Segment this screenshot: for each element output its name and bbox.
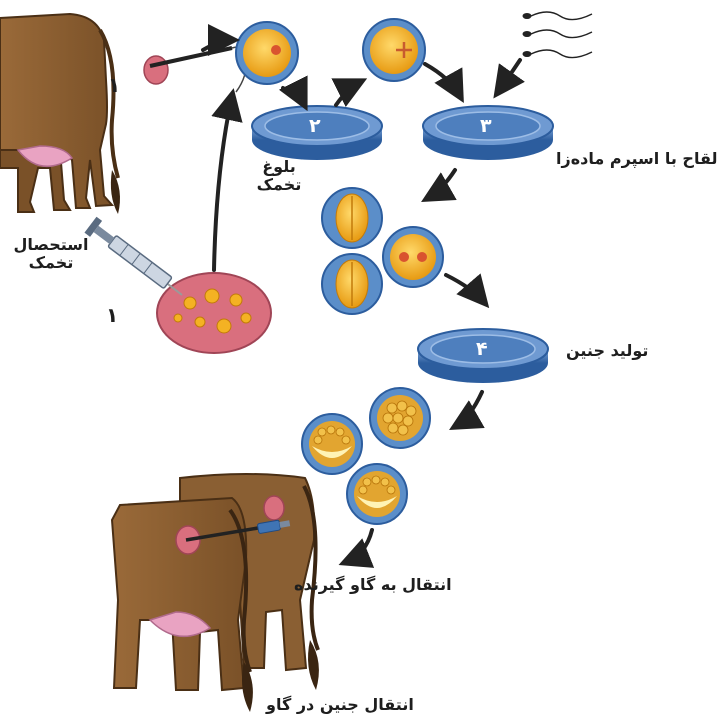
egg-collection-line2: تخمک [12,254,90,272]
egg-maturation-line2: تخمک [248,176,310,194]
zygote-pronuclei [383,227,443,287]
egg-collection-line1: استحصال [12,236,90,254]
fertilization-label: لقاح با اسپرم ماده‌زا [556,150,717,168]
blastocyst-1 [302,414,362,474]
zygote-cleaving-1 [322,188,382,248]
egg-collection-label: استحصال تخمک [12,236,90,273]
sperm-cells [523,12,592,58]
ovary-tissue [157,273,271,353]
blastocyst-2 [347,464,407,524]
egg-maturation-line1: بلوغ [248,158,310,176]
step1-collect-label: ۱ [106,304,118,327]
oocyte-2 [363,19,425,81]
syringe [84,217,182,295]
egg-maturation-label: بلوغ تخمک [248,158,310,195]
dish4-number: ۴ [476,339,488,361]
dish3-number: ۳ [480,116,492,138]
morula [370,388,430,448]
zygote-cleaving-2 [322,254,382,314]
dish2-number: ۲ [309,116,321,138]
recipient-cows [112,474,319,712]
transfer-recipient-label: انتقال به گاو گیرنده [294,576,452,594]
embryo-production-label: تولید جنین [566,342,648,360]
caption: انتقال جنین در گاو [266,696,414,714]
oocyte-1 [236,22,298,84]
donor-cow [0,14,246,214]
step1-cow-label: ۱ [108,74,120,97]
